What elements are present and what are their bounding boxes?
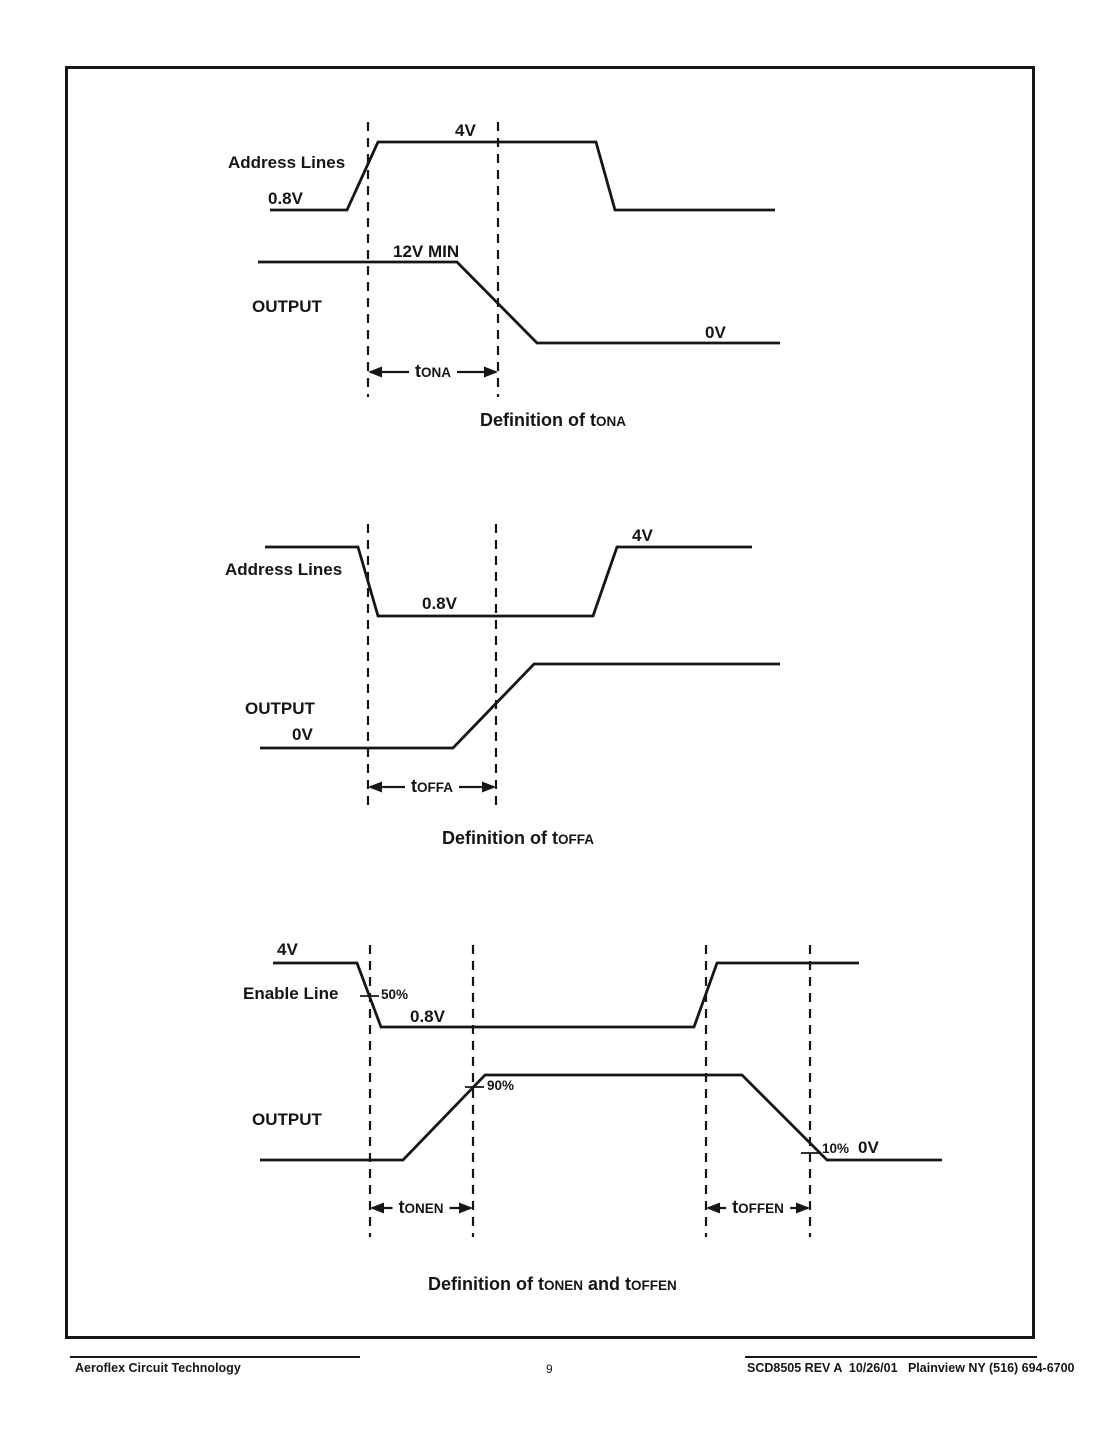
- toffen-timing-label: tOFFEN: [726, 1197, 790, 1219]
- tonen-low-level-label: 0.8V: [410, 1007, 445, 1026]
- caption-sub: ONEN: [543, 1278, 583, 1293]
- toffa-low-level-label: 0.8V: [422, 594, 457, 613]
- caption-t: t: [589, 410, 596, 430]
- caption-text: Definition of: [480, 410, 585, 430]
- ninety-percent-label: 90%: [487, 1078, 515, 1093]
- tona-output-low-label: 0V: [705, 323, 726, 342]
- caption-sub: ONA: [595, 414, 626, 429]
- toffa-output-label: OUTPUT: [245, 699, 315, 718]
- timing-t: t: [415, 361, 421, 381]
- tonen-output-label: OUTPUT: [252, 1110, 322, 1129]
- timing-t: t: [732, 1197, 739, 1217]
- timing-sub: OFFA: [417, 780, 453, 795]
- tona-output-label: OUTPUT: [252, 297, 322, 316]
- caption-mid: and: [588, 1274, 621, 1294]
- page-border-box: [65, 66, 1035, 1339]
- tona-address-lines-label: Address Lines: [228, 153, 346, 172]
- toffa-output-low-label: 0V: [292, 725, 313, 744]
- caption-text: Definition of: [442, 828, 547, 848]
- caption-sub: OFFA: [557, 832, 594, 847]
- fifty-percent-label: 50%: [381, 987, 409, 1002]
- tona-low-level-label: 0.8V: [268, 189, 303, 208]
- caption-t: t: [551, 828, 558, 848]
- tona-high-level-label: 4V: [455, 121, 476, 140]
- tonen-output-low-label: 0V: [858, 1138, 879, 1157]
- caption-text: Definition of: [428, 1274, 533, 1294]
- address-lines-waveform: [270, 140, 775, 212]
- caption-t: t: [625, 1274, 632, 1294]
- tonen-toffen-diagram-lines: [260, 945, 942, 1237]
- enable-line-label: Enable Line: [243, 984, 339, 1003]
- timing-sub: OFFEN: [738, 1201, 784, 1216]
- enable-line-waveform: [273, 961, 859, 1029]
- tona-output-high-label: 12V MIN: [393, 242, 460, 261]
- caption-t: t: [537, 1274, 544, 1294]
- timing-sub: ONEN: [404, 1201, 444, 1216]
- footer-left-rule: [70, 1356, 360, 1358]
- footer-doc-ref: SCD8505 REV A 10/26/01 Plainview NY (516…: [747, 1361, 1075, 1375]
- address-lines-waveform: [265, 545, 752, 618]
- footer-company: Aeroflex Circuit Technology: [75, 1361, 241, 1375]
- output-waveform: [260, 1073, 942, 1162]
- output-waveform: [258, 260, 780, 345]
- tona-timing-label: tONA: [409, 361, 457, 383]
- toffa-diagram-lines: [260, 524, 780, 812]
- tonen-timing-label: tONEN: [392, 1197, 450, 1219]
- caption-sub: OFFEN: [631, 1278, 677, 1293]
- toffa-high-level-label: 4V: [632, 526, 653, 545]
- timing-sub: ONA: [421, 365, 451, 380]
- output-waveform: [260, 662, 780, 750]
- tonen-high-level-label: 4V: [277, 940, 298, 959]
- toffa-timing-label: tOFFA: [405, 776, 459, 798]
- toffa-address-lines-label: Address Lines: [225, 560, 343, 579]
- footer-right-rule: [745, 1356, 1037, 1358]
- timing-t: t: [398, 1197, 405, 1217]
- footer-page-number: 9: [546, 1362, 553, 1376]
- ten-percent-label: 10%: [822, 1141, 850, 1156]
- timing-t: t: [411, 776, 417, 796]
